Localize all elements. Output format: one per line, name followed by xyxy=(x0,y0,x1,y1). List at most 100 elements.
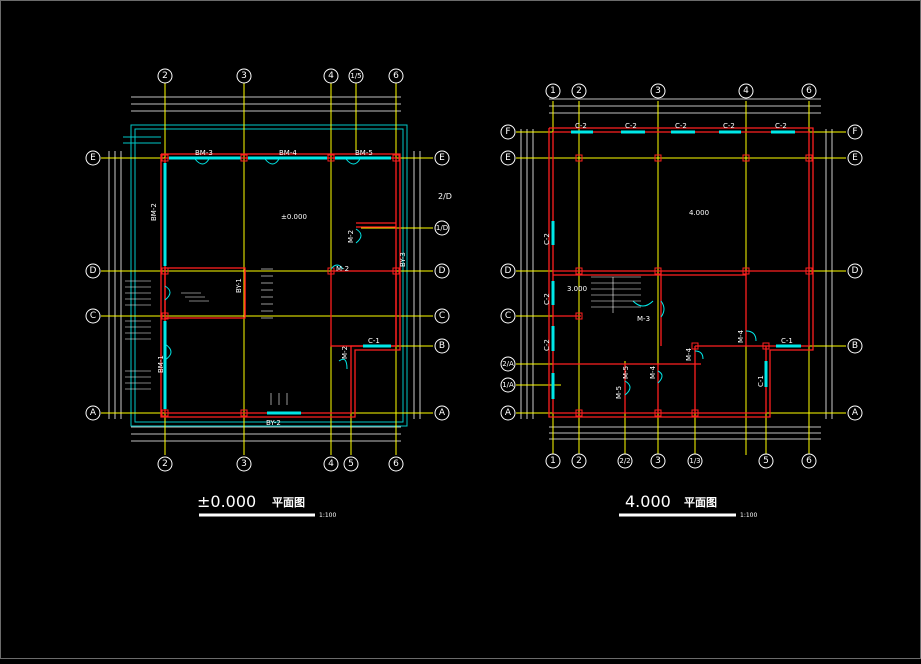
door-label: BY-2 xyxy=(266,419,281,427)
door-label: M-5 xyxy=(622,366,630,379)
door-label: C-1 xyxy=(368,337,380,345)
left-side-axis-bubbles: E D C A E 1/D D C B A 2/D xyxy=(85,150,452,421)
svg-text:1: 1 xyxy=(550,86,556,96)
axis-bubble: 6 xyxy=(388,456,404,472)
svg-text:E: E xyxy=(852,153,858,163)
svg-text:E: E xyxy=(505,153,511,163)
svg-text:B: B xyxy=(852,341,858,351)
svg-text:5: 5 xyxy=(348,459,354,469)
door-label: BY-3 xyxy=(399,252,407,267)
window-label: C-2 xyxy=(543,233,551,245)
svg-text:C: C xyxy=(439,311,445,321)
title-scale: 1:100 xyxy=(319,512,336,519)
door-label: BM-2 xyxy=(150,203,158,221)
axis-bubble: F xyxy=(847,124,863,140)
title-level: 4.000 xyxy=(625,492,671,511)
svg-text:B: B xyxy=(439,341,445,351)
axis-bubble: 1/D xyxy=(434,220,450,236)
right-walls xyxy=(548,127,814,418)
svg-text:4: 4 xyxy=(328,459,334,469)
axis-bubble: 3 xyxy=(650,83,666,99)
svg-text:6: 6 xyxy=(806,456,812,466)
right-door-swings xyxy=(624,300,757,396)
svg-text:2/A: 2/A xyxy=(502,360,514,368)
right-top-axis-bubbles: 1 2 3 4 6 xyxy=(545,83,817,99)
door-label: M-3 xyxy=(637,315,650,323)
svg-text:6: 6 xyxy=(806,86,812,96)
left-door-swings xyxy=(164,158,362,370)
axis-bubble: A xyxy=(85,405,101,421)
axis-bubble: A xyxy=(434,405,450,421)
svg-text:A: A xyxy=(439,408,446,418)
left-outline-cyan xyxy=(123,124,408,427)
left-top-dimensions xyxy=(108,96,421,442)
axis-bubble: E xyxy=(85,150,101,166)
door-label: M-4 xyxy=(685,347,693,361)
axis-bubble: 1/5 xyxy=(348,68,364,84)
left-columns xyxy=(161,154,400,417)
door-label: BM-5 xyxy=(355,149,373,157)
door-label: BM-1 xyxy=(157,355,165,373)
axis-bubble: D xyxy=(847,263,863,279)
svg-text:2: 2 xyxy=(576,456,582,466)
svg-text:E: E xyxy=(439,153,445,163)
door-label: M-2 xyxy=(341,346,349,359)
svg-text:D: D xyxy=(439,266,446,276)
axis-bubble: 2/2 xyxy=(617,453,633,469)
axis-bubble: 6 xyxy=(388,68,404,84)
window-label: C-2 xyxy=(723,122,735,130)
axis-bubble: 2 xyxy=(571,453,587,469)
door-label: M-5 xyxy=(615,386,623,399)
right-floor-plan: 1 2 3 4 6 1 2 2/2 3 1/3 5 6 F E D C 2/A … xyxy=(500,83,863,519)
axis-bubble: 1/3 xyxy=(687,453,703,469)
axis-bubble: D xyxy=(500,263,516,279)
axis-bubble: 4 xyxy=(323,68,339,84)
svg-text:D: D xyxy=(90,266,97,276)
svg-text:5: 5 xyxy=(763,456,769,466)
axis-bubble: C xyxy=(434,308,450,324)
right-bottom-axis-bubbles: 1 2 2/2 3 1/3 5 6 xyxy=(545,453,817,469)
axis-bubble: 5 xyxy=(343,456,359,472)
right-columns xyxy=(575,154,813,417)
svg-text:1/3: 1/3 xyxy=(689,457,700,465)
door-label: BY-1 xyxy=(235,278,243,293)
svg-text:D: D xyxy=(505,266,512,276)
svg-text:F: F xyxy=(852,127,857,137)
axis-bubble: C xyxy=(85,308,101,324)
svg-text:E: E xyxy=(90,153,96,163)
svg-text:3: 3 xyxy=(655,456,661,466)
axis-label-2d: 2/D xyxy=(438,192,452,201)
door-label: M-2 xyxy=(336,265,349,273)
axis-bubble: 4 xyxy=(323,456,339,472)
left-door-labels: BM-3 BM-4 BM-5 BM-2 BM-1 BY-1 BY-2 BY-3 … xyxy=(150,149,407,427)
axis-bubble: 1/A xyxy=(500,377,516,393)
right-dimensions xyxy=(520,98,833,440)
svg-text:A: A xyxy=(90,408,97,418)
svg-text:2: 2 xyxy=(162,459,168,469)
window-label: C-2 xyxy=(775,122,787,130)
axis-bubble: B xyxy=(434,338,450,354)
right-door-labels: M-3 M-4 M-4 M-4 M-5 M-5 4.000 3.000 xyxy=(567,209,745,399)
right-stairs xyxy=(591,276,641,313)
svg-text:2: 2 xyxy=(576,86,582,96)
axis-bubble: D xyxy=(85,263,101,279)
door-label: M-2 xyxy=(347,230,355,243)
axis-bubble: 5 xyxy=(758,453,774,469)
window-label: C-1 xyxy=(781,337,793,345)
level-mark: 4.000 xyxy=(689,209,709,217)
axis-bubble: 1 xyxy=(545,83,561,99)
axis-bubble: D xyxy=(434,263,450,279)
svg-text:2/2: 2/2 xyxy=(619,457,630,465)
door-label: BM-3 xyxy=(195,149,213,157)
axis-bubble: 2/A xyxy=(500,356,516,372)
svg-text:D: D xyxy=(852,266,859,276)
door-label: M-4 xyxy=(649,365,657,379)
svg-text:1/5: 1/5 xyxy=(350,72,361,80)
axis-bubble: E xyxy=(847,150,863,166)
svg-text:F: F xyxy=(505,127,510,137)
axis-bubble: F xyxy=(500,124,516,140)
window-label: C-2 xyxy=(543,339,551,351)
axis-bubble: 3 xyxy=(650,453,666,469)
